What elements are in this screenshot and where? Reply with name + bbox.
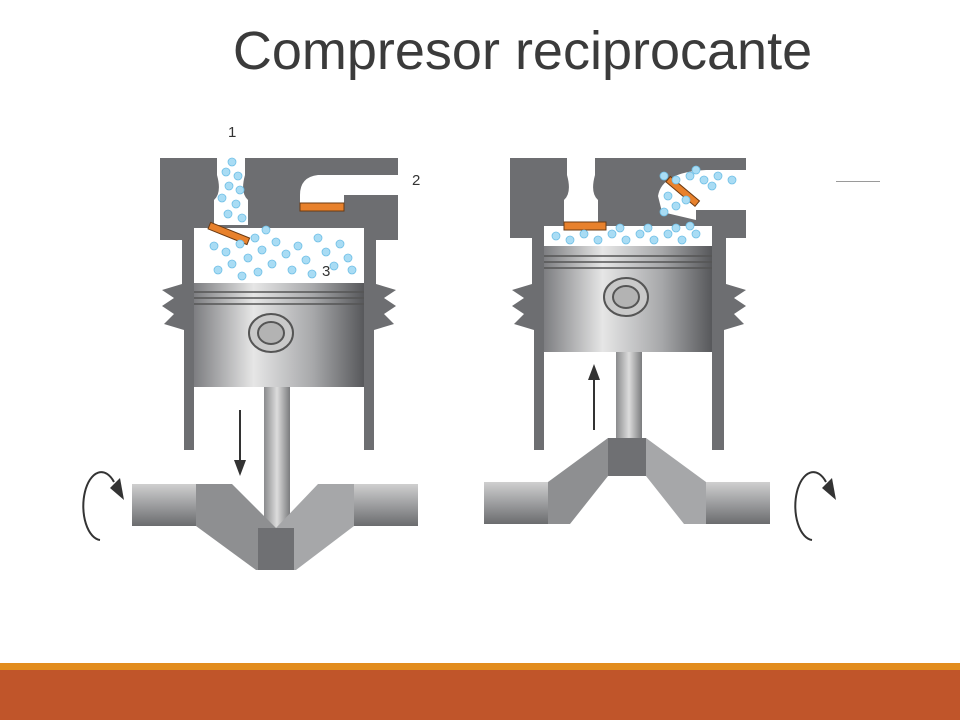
right-rotation-arrow-icon bbox=[794, 471, 836, 541]
footer-accent-stripe bbox=[0, 663, 960, 670]
left-discharge-valve bbox=[299, 202, 345, 212]
right-compressor-stage bbox=[484, 158, 836, 541]
left-cylinder-wall-left bbox=[160, 228, 194, 450]
left-compressor-stage: 1 2 3 bbox=[82, 124, 420, 570]
left-intake-valve bbox=[207, 221, 251, 246]
slide-title: Compresor reciprocante bbox=[232, 21, 813, 81]
left-cylinder-wall-right bbox=[364, 228, 398, 450]
right-crankshaft bbox=[484, 438, 770, 524]
left-air-bubbles bbox=[209, 157, 357, 281]
right-cylinder-head bbox=[510, 158, 746, 226]
left-rotation-arrow-icon bbox=[82, 471, 124, 541]
right-air-bubbles bbox=[551, 165, 737, 245]
left-compression-chamber bbox=[194, 228, 364, 283]
right-cylinder-wall-right bbox=[712, 226, 746, 450]
right-up-arrow-icon bbox=[588, 364, 600, 430]
right-cylinder-wall-left bbox=[510, 226, 544, 450]
left-piston bbox=[194, 283, 364, 387]
label-outlet: 2 bbox=[412, 172, 420, 189]
label-chamber: 3 bbox=[322, 263, 330, 280]
right-connecting-rod bbox=[616, 352, 642, 438]
left-cylinder-head bbox=[160, 158, 398, 228]
footer-band bbox=[0, 670, 960, 720]
label-inlet: 1 bbox=[228, 124, 236, 141]
right-intake-valve bbox=[563, 221, 607, 231]
decorative-rule bbox=[836, 181, 880, 182]
left-connecting-rod bbox=[264, 387, 290, 530]
left-down-arrow-icon bbox=[234, 410, 246, 476]
right-piston bbox=[544, 246, 712, 352]
left-crankshaft bbox=[132, 484, 418, 570]
